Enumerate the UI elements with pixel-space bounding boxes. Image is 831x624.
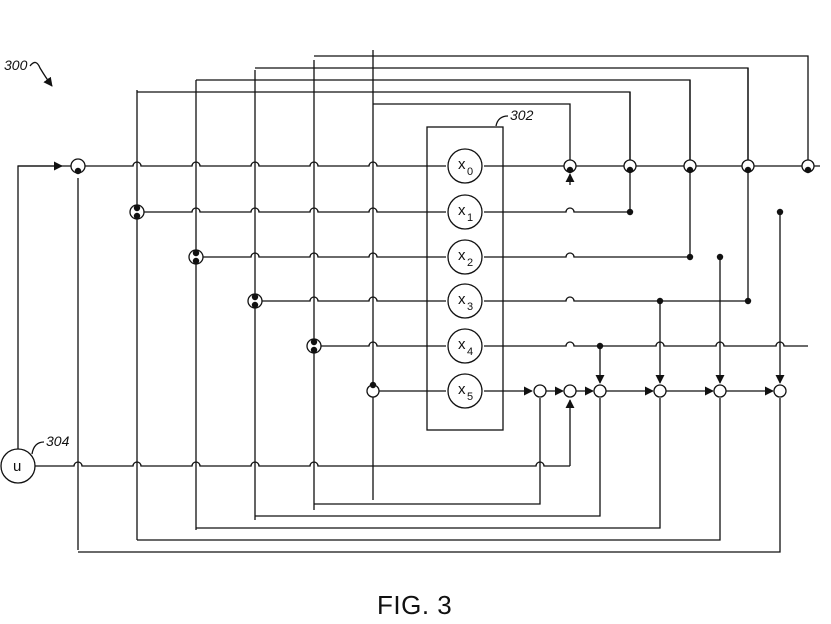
top-loop-1: [196, 79, 691, 166]
top-loop-4: [373, 103, 571, 166]
bottom-loop-4: [78, 398, 781, 553]
state-node-label-0: x: [458, 156, 466, 173]
figure-caption: FIG. 3: [377, 590, 452, 620]
junction-dot: [74, 167, 82, 175]
output-adder-5: [773, 384, 787, 398]
state-node-0: [447, 148, 483, 184]
ref-label-input: 304: [46, 433, 70, 449]
junction-dot: [656, 297, 664, 305]
input-bus: [35, 461, 570, 467]
state-node-sub-1: 1: [467, 212, 473, 224]
junction-dot: [369, 381, 377, 389]
row-wire-3: [255, 296, 446, 302]
junction-dot: [192, 257, 200, 265]
row-wire-2: [196, 252, 446, 258]
state-node-sub-0: 0: [467, 166, 473, 178]
junction-dot: [804, 166, 812, 174]
output-adder-0: [533, 384, 547, 398]
junction-dot: [716, 253, 724, 261]
bottom-loop-2: [196, 398, 661, 529]
state-node-label-2: x: [458, 247, 466, 264]
x1-output: [484, 207, 630, 213]
row-wire-1: [137, 207, 446, 213]
junction-dot: [251, 301, 259, 309]
state-node-label-4: x: [458, 336, 466, 353]
junction-dot: [626, 166, 634, 174]
junction-dot: [686, 166, 694, 174]
ref-leader-input: [31, 441, 45, 455]
state-node-3: [447, 283, 483, 319]
ref-leader-register: [495, 115, 509, 127]
output-adder-4: [713, 384, 727, 398]
x2-output: [484, 252, 690, 258]
top-loop-3: [314, 55, 809, 166]
state-node-1: [447, 194, 483, 230]
state-node-5: [447, 373, 483, 409]
state-node-sub-4: 4: [467, 346, 473, 358]
output-adder-3: [653, 384, 667, 398]
state-node-4: [447, 328, 483, 364]
junction-dot: [686, 253, 694, 261]
junction-dot: [133, 212, 141, 220]
state-node-sub-3: 3: [467, 301, 473, 313]
output-adder-1: [563, 384, 577, 398]
junction-dot: [310, 346, 318, 354]
input-feed: [17, 161, 63, 449]
bottom-loop-0: [314, 398, 541, 505]
x3-output: [484, 296, 748, 302]
junction-dot: [192, 249, 200, 257]
state-node-sub-2: 2: [467, 257, 473, 269]
state-node-2: [447, 239, 483, 275]
junction-dot: [596, 342, 604, 350]
state-node-label-3: x: [458, 291, 466, 308]
state-node-sub-5: 5: [467, 391, 473, 403]
output-adder-2: [593, 384, 607, 398]
ref-label-main: 300: [4, 57, 28, 73]
junctions: [70, 158, 815, 398]
wiring: [17, 50, 820, 553]
input-source-label: u: [13, 458, 21, 475]
junction-dot: [776, 208, 784, 216]
junction-dot: [310, 338, 318, 346]
state-node-label-5: x: [458, 381, 466, 398]
row-wire-4: [314, 341, 446, 347]
junction-dot: [744, 297, 752, 305]
junction-dot: [744, 166, 752, 174]
state-node-label-1: x: [458, 202, 466, 219]
bottom-loop-1: [255, 398, 601, 517]
junction-dot: [251, 293, 259, 301]
bottom-loop-3: [137, 398, 721, 541]
x4-output: [484, 341, 808, 347]
junction-dot: [133, 204, 141, 212]
junction-dot: [566, 166, 574, 174]
shift-register-block: [426, 126, 504, 431]
ref-leader-main: [29, 61, 53, 87]
junction-dot: [626, 208, 634, 216]
top-loop-0: [137, 91, 631, 166]
ref-label-register: 302: [510, 107, 534, 123]
